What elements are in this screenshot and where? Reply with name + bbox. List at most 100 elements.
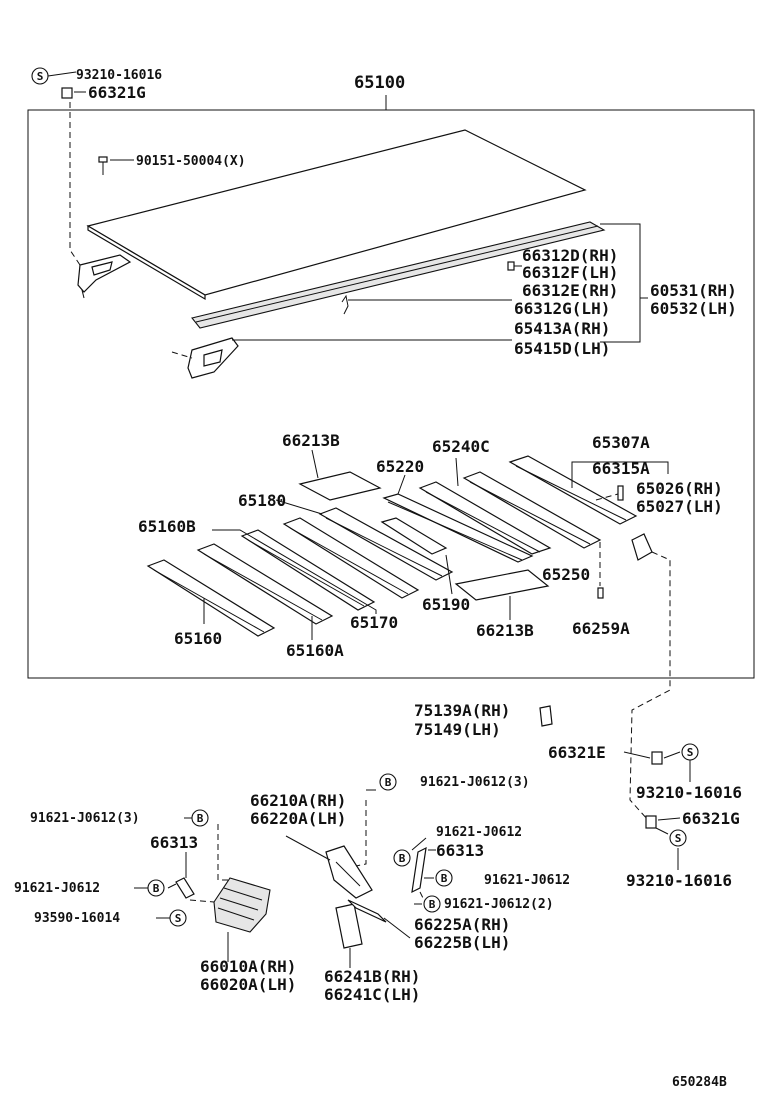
bracket-66313-left	[167, 877, 195, 899]
screw-90151-icon	[98, 156, 108, 175]
label-75149: 75149(LH)	[414, 720, 501, 739]
plate-66241B	[335, 903, 363, 949]
label-93590-16014: 93590-16014	[34, 911, 120, 926]
clip-75139A	[539, 705, 553, 727]
label-65415D: 65415D(LH)	[514, 339, 610, 358]
clip-66259A	[597, 587, 604, 599]
crossmember-65160	[146, 559, 276, 637]
label-91621-J0612-c: 91621-J0612	[484, 873, 570, 888]
dash-top-left	[69, 102, 83, 269]
label-66315A: 66315A	[592, 459, 650, 478]
label-66213B-bottom: 66213B	[476, 621, 534, 640]
bracket-66313-mid	[411, 846, 427, 894]
nut-66321E	[651, 751, 663, 765]
hinge-bracket-left	[77, 254, 132, 299]
label-65026: 65026(RH)	[636, 479, 723, 498]
crossmember-65190	[380, 517, 448, 555]
svg-text:B: B	[429, 898, 436, 911]
label-65027: 65027(LH)	[636, 497, 723, 516]
label-66220A: 66220A(LH)	[250, 809, 346, 828]
svg-text:S: S	[175, 912, 182, 925]
bolt-symbol-4-icon: B	[147, 879, 165, 897]
label-65180: 65180	[238, 491, 286, 510]
label-65220: 65220	[376, 457, 424, 476]
label-66241C: 66241C(LH)	[324, 985, 420, 1004]
label-91621-J0612-2: 91621-J0612(2)	[444, 897, 554, 912]
label-65170: 65170	[350, 613, 398, 632]
label-65160B: 65160B	[138, 517, 196, 536]
bolt-symbol-5-icon: B	[435, 869, 453, 887]
label-66313-left: 66313	[150, 833, 198, 852]
dash-right	[629, 551, 671, 821]
label-65160: 65160	[174, 629, 222, 648]
reference-number: 650284B	[672, 1075, 727, 1090]
crossmember-65180	[318, 507, 454, 581]
floor-panel-edge	[87, 224, 206, 301]
label-90151: 90151-50004(X)	[136, 154, 246, 169]
label-65240C: 65240C	[432, 437, 490, 456]
label-65160A: 65160A	[286, 641, 344, 660]
clip-66312G	[341, 294, 349, 315]
label-91621-J0612-b: 91621-J0612	[14, 881, 100, 896]
panel-66010A	[213, 877, 271, 933]
clip-65026	[617, 485, 624, 501]
label-66225A: 66225A(RH)	[414, 915, 510, 934]
svg-text:B: B	[385, 776, 392, 789]
label-66241B: 66241B(RH)	[324, 967, 420, 986]
screw-symbol-top-icon: S	[31, 67, 49, 85]
label-93210-16016-mid: 93210-16016	[636, 783, 742, 802]
label-66321G-bottom: 66321G	[682, 809, 740, 828]
label-65190: 65190	[422, 595, 470, 614]
side-rail	[191, 221, 606, 329]
label-60531: 60531(RH)	[650, 281, 737, 300]
svg-text:B: B	[441, 872, 448, 885]
label-66213B-top: 66213B	[282, 431, 340, 450]
nut-66321G-top-icon	[61, 87, 73, 99]
label-66312G: 66312G(LH)	[514, 299, 610, 318]
crossmember-65240C	[418, 481, 552, 555]
crossmember-65160A	[196, 543, 334, 625]
bolt-symbol-1-icon: B	[379, 773, 397, 791]
crossmember-65307A	[508, 455, 638, 525]
bolt-symbol-2-icon: B	[191, 809, 209, 827]
label-75139A: 75139A(RH)	[414, 701, 510, 720]
label-66225B: 66225B(LH)	[414, 933, 510, 952]
label-66312E: 66312E(RH)	[522, 281, 618, 300]
label-65307A: 65307A	[592, 433, 650, 452]
nut-66321G-bottom	[645, 815, 657, 829]
label-66259A: 66259A	[572, 619, 630, 638]
svg-text:B: B	[153, 882, 160, 895]
bracket-66225A	[347, 899, 387, 923]
bracket-right-group	[600, 223, 641, 343]
pad-66213B-top	[298, 471, 382, 501]
bracket-corner	[631, 533, 653, 561]
label-66313-mid: 66313	[436, 841, 484, 860]
label-60532: 60532(LH)	[650, 299, 737, 318]
bracket-66315A	[571, 461, 669, 488]
screw-symbol-left-icon: S	[169, 909, 187, 927]
label-65100: 65100	[354, 73, 405, 93]
svg-text:S: S	[37, 70, 44, 83]
label-91621-J0612-a: 91621-J0612	[436, 825, 522, 840]
label-66312F: 66312F(LH)	[522, 263, 618, 282]
svg-text:B: B	[399, 852, 406, 865]
label-66210A: 66210A(RH)	[250, 791, 346, 810]
screw-symbol-bot-icon: S	[669, 829, 687, 847]
label-65250: 65250	[542, 565, 590, 584]
label-91621-J0612-3a: 91621-J0612(3)	[420, 775, 530, 790]
label-66312D: 66312D(RH)	[522, 246, 618, 265]
crossmember-65220	[382, 493, 534, 563]
bolt-symbol-3-icon: B	[393, 849, 411, 867]
pad-66213B-bottom	[454, 569, 550, 601]
label-66321E: 66321E	[548, 743, 606, 762]
label-65413A: 65413A(RH)	[514, 319, 610, 338]
bracket-65413A	[171, 337, 239, 379]
label-66020A: 66020A(LH)	[200, 975, 296, 994]
bracket-66210A	[325, 845, 373, 899]
svg-text:B: B	[197, 812, 204, 825]
label-91621-J0612-3b: 91621-J0612(3)	[30, 811, 140, 826]
bolt-symbol-6-icon: B	[423, 895, 441, 913]
label-93210-16016-top: 93210-16016	[76, 68, 162, 83]
svg-text:S: S	[675, 832, 682, 845]
